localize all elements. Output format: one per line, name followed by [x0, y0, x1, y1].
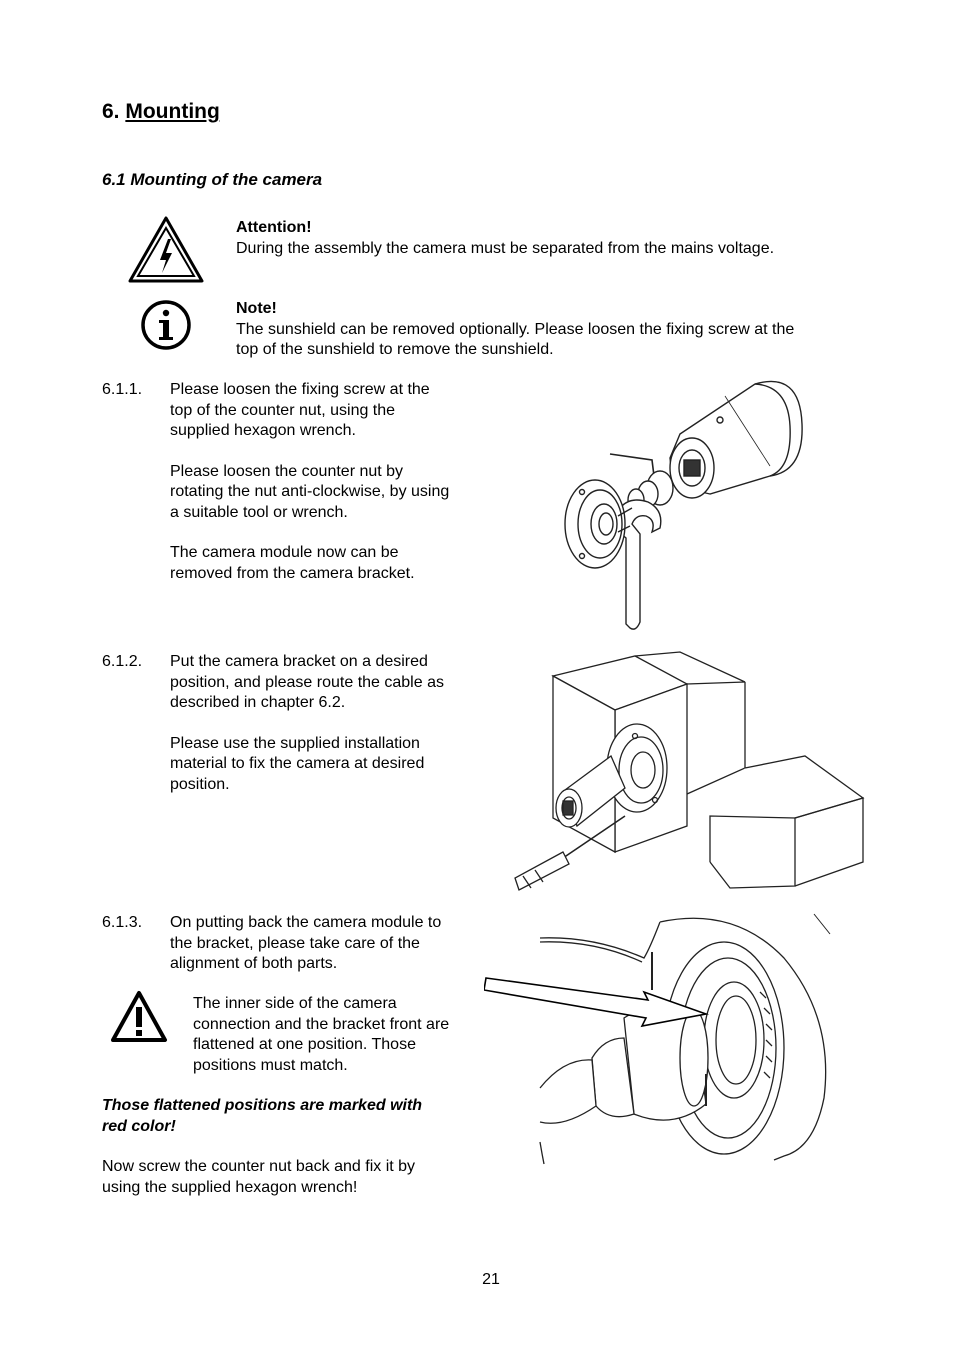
step-6-1-2-text: Put the camera bracket on a desired posi…	[170, 652, 488, 795]
warning-icon	[111, 991, 167, 1042]
step-6-1-3-text: On putting back the camera module to the…	[170, 913, 488, 975]
bracket-installation-illustration	[514, 651, 865, 891]
text-line: removed from the camera bracket.	[170, 564, 415, 582]
red-color-emphasis: Those flattened positions are marked wit…	[102, 1096, 502, 1137]
attention-text: During the assembly the camera must be s…	[236, 239, 775, 257]
text-line: Those flattened positions are marked wit…	[102, 1097, 423, 1114]
alignment-detail-illustration	[484, 913, 831, 1165]
subsection-heading: 6.1 Mounting of the camera	[102, 170, 323, 189]
note-line-2: top of the sunshield to remove the sunsh…	[236, 341, 554, 358]
text-line: position.	[170, 775, 230, 793]
text-line: The inner side of the camera	[193, 995, 397, 1012]
text-line: Now screw the counter nut back and fix i…	[102, 1158, 416, 1175]
text-line: rotating the nut anti-clockwise, by usin…	[170, 483, 450, 500]
text-line: using the supplied hexagon wrench!	[102, 1178, 358, 1196]
text-line: Please use the supplied installation	[170, 734, 420, 752]
text-line: Put the camera bracket on a desired	[170, 653, 428, 670]
step-6-1-1-text: Please loosen the fixing screw at the to…	[170, 380, 488, 584]
text-line: alignment of both parts.	[170, 955, 338, 972]
step-number: 6.1.2.	[102, 653, 143, 670]
text-line: The camera module now can be	[170, 544, 399, 561]
text-line: a suitable tool or wrench.	[170, 503, 348, 521]
attention-block: Attention! During the assembly the camer…	[236, 218, 876, 259]
text-line: position, and please route the cable as	[170, 673, 444, 691]
text-line: the bracket, please take care of the	[170, 934, 420, 952]
note-line-1: The sunshield can be removed optionally.…	[236, 320, 795, 338]
text-line: Please loosen the counter nut by	[170, 462, 404, 480]
note-block: Note! The sunshield can be removed optio…	[236, 299, 876, 361]
text-line: Please loosen the fixing screw at the	[170, 381, 430, 398]
text-line: positions must match.	[193, 1056, 348, 1074]
text-line: material to fix the camera at desired	[170, 755, 425, 772]
camera-removal-illustration	[564, 380, 803, 630]
text-line: supplied hexagon wrench.	[170, 422, 356, 439]
closing-instruction: Now screw the counter nut back and fix i…	[102, 1157, 502, 1198]
alignment-warning: The inner side of the camera connection …	[193, 994, 493, 1076]
text-line: top of the counter nut, using the	[170, 401, 396, 419]
step-number: 6.1.1.	[102, 381, 143, 398]
section-number: 6.	[102, 100, 120, 123]
text-line: On putting back the camera module to	[170, 914, 442, 931]
section-heading: 6. Mounting	[102, 99, 220, 125]
step-number: 6.1.3.	[102, 914, 143, 931]
text-line: connection and the bracket front are	[193, 1015, 450, 1033]
section-title: Mounting	[125, 100, 220, 123]
attention-title: Attention!	[236, 219, 312, 236]
page-number: 21	[482, 1271, 500, 1288]
high-voltage-warning-icon	[128, 216, 204, 283]
note-title: Note!	[236, 300, 277, 317]
info-icon	[141, 300, 191, 350]
text-line: red color!	[102, 1117, 176, 1135]
text-line: flattened at one position. Those	[193, 1036, 416, 1053]
text-line: described in chapter 6.2.	[170, 694, 346, 711]
